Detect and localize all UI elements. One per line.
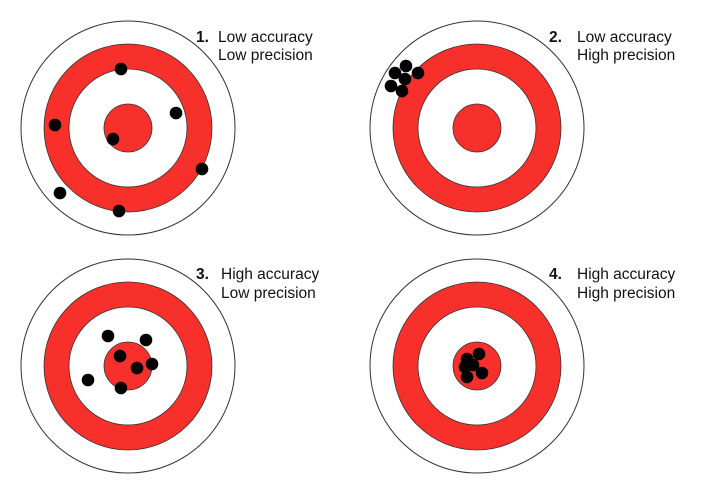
- target-3-hit-dot: [101, 329, 115, 343]
- target-4-number: 4.: [549, 266, 562, 283]
- target-1-label-line1: Low accuracy: [218, 29, 313, 46]
- target-3-hit-dot: [139, 333, 153, 347]
- target-2-hit-dot: [384, 79, 398, 93]
- target-2-label-line1: Low accuracy: [577, 29, 672, 46]
- target-1-hit-dot: [112, 204, 126, 218]
- target-3-hit-dot: [130, 361, 144, 375]
- target-2-hit-dot: [398, 72, 412, 86]
- target-1-hit-dot: [106, 132, 120, 146]
- target-3-number: 3.: [196, 266, 209, 283]
- target-2-hit-dot: [399, 59, 413, 73]
- target-2-hit-dot: [395, 84, 409, 98]
- target-3-hit-dot: [113, 349, 127, 363]
- target-2-number: 2.: [549, 29, 562, 46]
- target-3-bullseye: [103, 341, 153, 391]
- target-2-label-line2: High precision: [577, 47, 676, 64]
- target-3-hit-dot: [145, 357, 159, 371]
- target-3-hit-dot: [114, 381, 128, 395]
- target-3-hit-dot: [81, 373, 95, 387]
- target-4-label-line1: High accuracy: [577, 266, 676, 283]
- target-2-hit-dot: [388, 66, 402, 80]
- target-2-bullseye: [452, 103, 502, 153]
- target-1-hit-dot: [114, 62, 128, 76]
- target-1-label-line2: Low precision: [218, 47, 313, 64]
- target-3-label-line2: Low precision: [221, 285, 316, 302]
- target-3-label-line1: High accuracy: [221, 266, 320, 283]
- target-4-hit-dot: [472, 347, 486, 361]
- target-2-hit-dot: [411, 66, 425, 80]
- target-1-number: 1.: [196, 29, 209, 46]
- target-1-hit-dot: [53, 186, 67, 200]
- target-4-label-line2: High precision: [577, 285, 676, 302]
- target-4-hit-dot: [475, 366, 489, 380]
- target-1-hit-dot: [48, 118, 62, 132]
- target-1-hit-dot: [169, 106, 183, 120]
- target-1-hit-dot: [195, 162, 209, 176]
- target-4-hit-dot: [460, 370, 474, 384]
- target-4-hit-dot: [458, 360, 472, 374]
